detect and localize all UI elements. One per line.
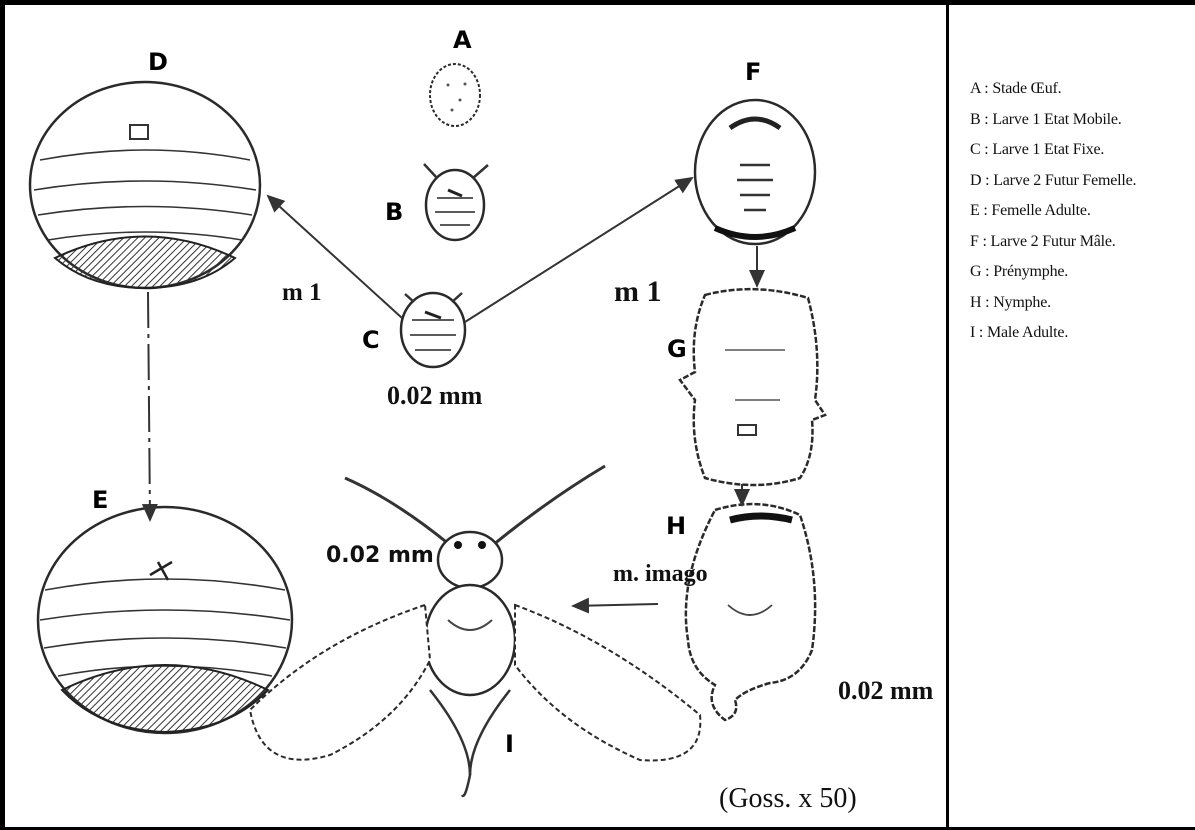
label-b: B <box>385 200 403 224</box>
label-h: H <box>666 514 686 538</box>
label-a: A <box>453 28 472 52</box>
label-e: E <box>92 488 108 512</box>
legend-item-c: C : Larve 1 Etat Fixe. <box>970 141 1136 172</box>
stage-i-adult-male <box>250 466 700 796</box>
stage-c-fixed-larva <box>401 293 465 367</box>
legend-item-e: E : Femelle Adulte. <box>970 202 1136 233</box>
scale-label-c: 0.02 mm <box>387 383 482 409</box>
label-f: F <box>745 60 761 84</box>
label-c: C <box>362 328 380 352</box>
label-d: D <box>148 50 168 74</box>
stage-d-larva2-female <box>30 82 260 288</box>
stage-a-egg <box>430 64 480 126</box>
stage-e-adult-female <box>38 507 292 733</box>
legend-item-f: F : Larve 2 Futur Mâle. <box>970 233 1136 264</box>
label-g: G <box>667 337 687 361</box>
magnification-label: (Goss. x 50) <box>719 785 857 813</box>
legend-item-a: A : Stade Œuf. <box>970 80 1136 111</box>
stage-h-nymph <box>686 504 815 720</box>
legend-item-g: G : Prénymphe. <box>970 263 1136 294</box>
scale-label-i: 0.02 mm <box>326 545 434 567</box>
legend-item-h: H : Nymphe. <box>970 294 1136 325</box>
legend-item-i: I : Male Adulte. <box>970 324 1136 355</box>
legend-item-d: D : Larve 2 Futur Femelle. <box>970 172 1136 203</box>
arrow-label-m1-left: m 1 <box>282 280 322 305</box>
arrow-label-m-imago: m. imago <box>613 562 708 586</box>
legend: A : Stade Œuf. B : Larve 1 Etat Mobile. … <box>970 80 1136 355</box>
arrow-d-to-e <box>148 292 150 520</box>
legend-item-b: B : Larve 1 Etat Mobile. <box>970 111 1136 142</box>
stage-f-larva2-male <box>695 100 815 244</box>
stage-g-prepupa <box>680 289 825 485</box>
arrow-label-m1-right: m 1 <box>614 277 662 307</box>
arrow-h-to-i <box>573 604 658 606</box>
scale-label-h: 0.02 mm <box>838 678 933 704</box>
label-i: I <box>505 732 514 756</box>
stage-b-mobile-larva <box>424 164 488 240</box>
